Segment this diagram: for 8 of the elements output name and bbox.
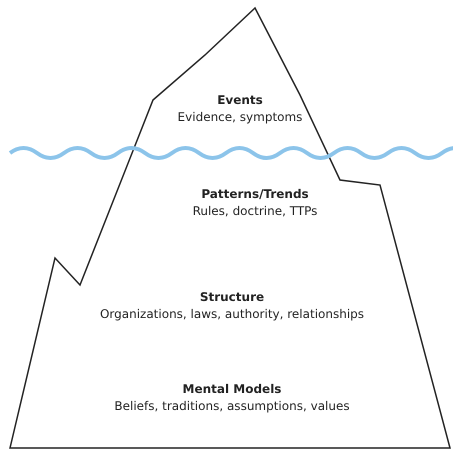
layer-description: Beliefs, traditions, assumptions, values [114,398,350,415]
layer-description: Organizations, laws, authority, relationships [100,306,364,323]
layer-heading: Patterns/Trends [200,186,310,203]
layer-heading: Structure [198,289,266,306]
layer-description: Rules, doctrine, TTPs [192,203,318,220]
layer-description: Evidence, symptoms [178,109,302,126]
layer-heading: Mental Models [182,381,282,398]
layer-heading: Events [216,92,264,109]
